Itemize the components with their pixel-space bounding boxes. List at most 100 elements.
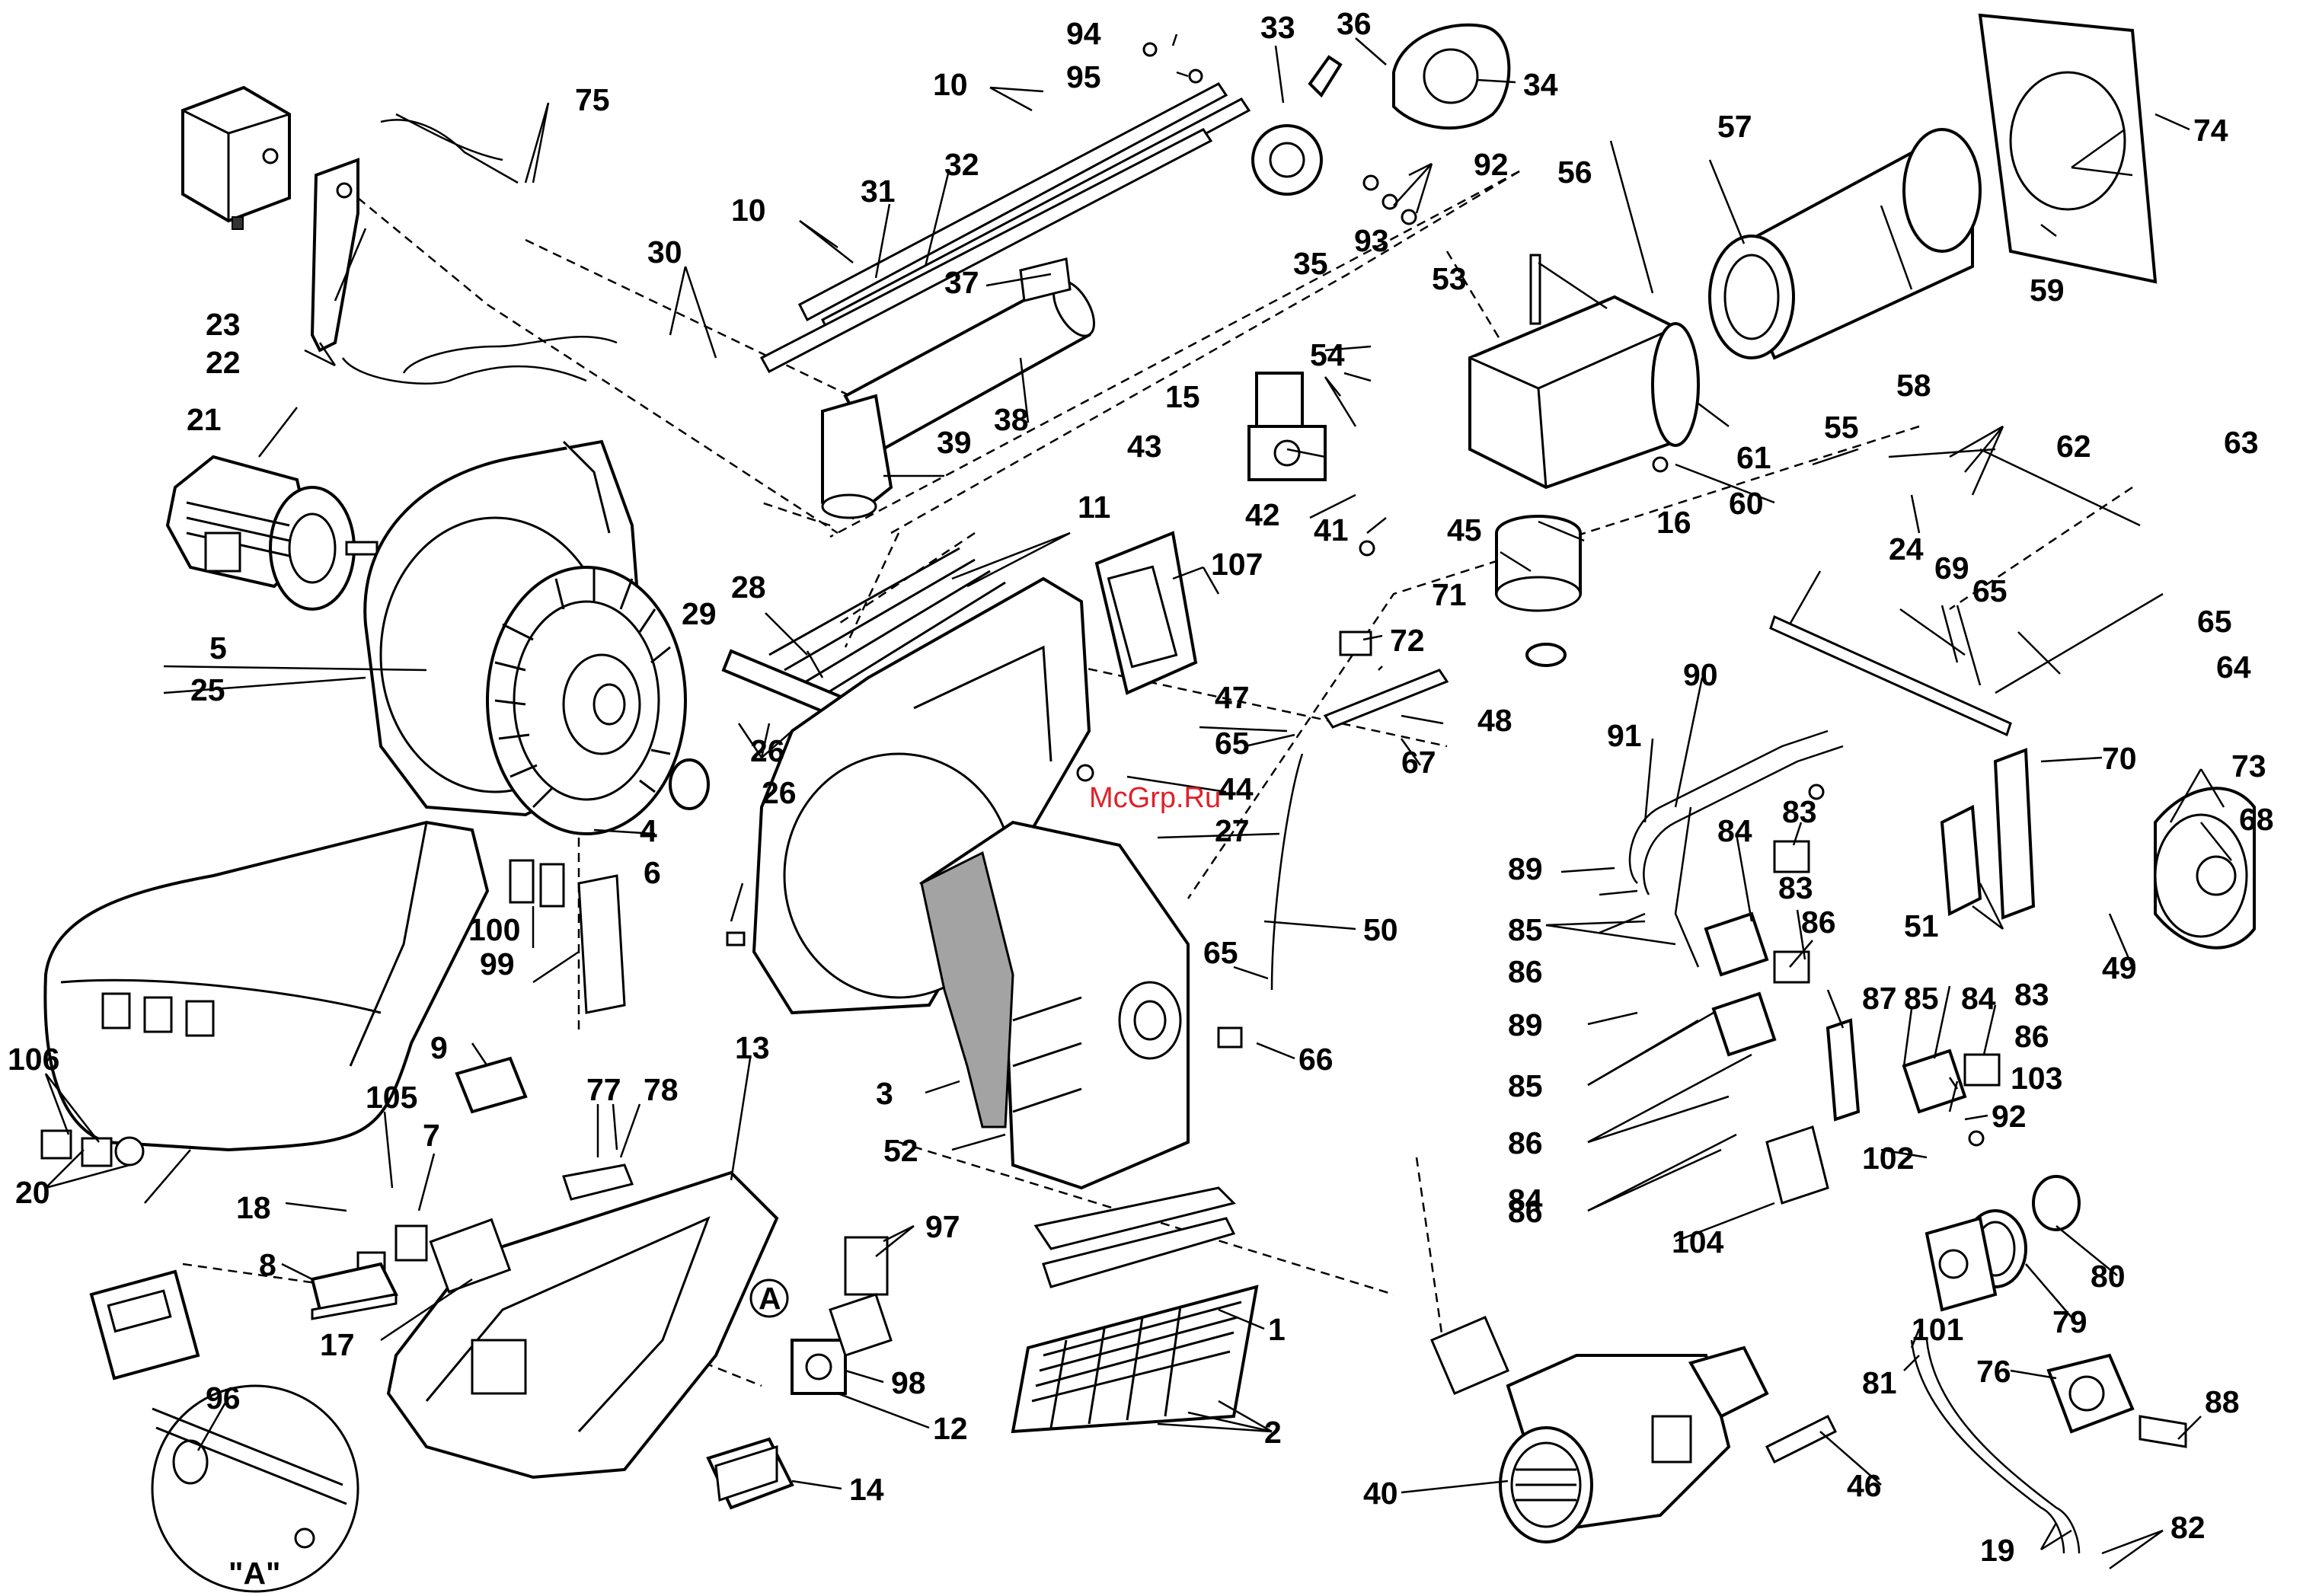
callout-78: 78 <box>644 1072 679 1107</box>
detail-a-circle <box>151 1384 359 1593</box>
lever-assembly-part <box>1323 630 1449 729</box>
electrical-components-part <box>310 1056 528 1320</box>
callout-83: 83 <box>1782 794 1817 829</box>
coupling-shaft-part <box>1765 1414 1838 1464</box>
callout-3: 3 <box>876 1076 893 1111</box>
callout-62: 62 <box>2056 429 2091 464</box>
valve-block-part <box>1825 1018 1861 1122</box>
burner-cover-part <box>43 820 490 1152</box>
callout-12: 12 <box>933 1411 968 1446</box>
callout-86: 86 <box>2014 1019 2049 1054</box>
callout-55: 55 <box>1824 410 1859 445</box>
callout-88: 88 <box>2205 1384 2240 1419</box>
callout-96: 96 <box>206 1381 241 1416</box>
callout-99: 99 <box>480 946 515 982</box>
callout-16: 16 <box>1656 505 1691 540</box>
callout-56: 56 <box>1557 155 1592 190</box>
callout-98: 98 <box>891 1365 926 1400</box>
ignition-cables-part <box>341 113 618 385</box>
callout-65: 65 <box>2197 604 2232 639</box>
callout-76: 76 <box>1976 1354 2011 1389</box>
callout-107: 107 <box>1211 547 1263 582</box>
terminal-strip-part <box>509 859 626 1014</box>
callout-57: 57 <box>1717 109 1752 144</box>
indicator-knobs-part <box>40 1129 145 1167</box>
pump-valve-part <box>2046 1353 2187 1448</box>
servo-plate-part <box>1940 748 2036 920</box>
callout-51: 51 <box>1904 908 1939 943</box>
oil-pump-part <box>1925 1175 2081 1312</box>
callout-81: 81 <box>1862 1365 1897 1400</box>
parts-artwork <box>40 13 2256 1593</box>
detail-a-caption: "A" <box>228 1556 281 1591</box>
callout-labels: 94 33 36 34 95 10 75 92 57 74 32 31 10 5… <box>8 6 2274 1591</box>
callout-27: 27 <box>1215 813 1250 848</box>
control-box-part <box>181 85 291 230</box>
callout-58: 58 <box>1896 368 1931 403</box>
nozzle-holder-part <box>1251 55 1343 196</box>
callout-95: 95 <box>1066 59 1101 94</box>
callout-86: 86 <box>1508 1125 1543 1160</box>
solenoid-valve-part <box>1247 372 1327 481</box>
callout-47: 47 <box>1215 680 1250 715</box>
blast-tube-housing-part <box>1468 254 1700 490</box>
callout-92: 92 <box>1992 1099 2027 1134</box>
callout-44: 44 <box>1219 771 1254 806</box>
callout-83: 83 <box>1778 870 1813 905</box>
callout-89: 89 <box>1508 851 1543 886</box>
callout-10: 10 <box>731 193 766 228</box>
callout-104: 104 <box>1672 1224 1724 1259</box>
callout-28: 28 <box>731 570 766 605</box>
flame-tube-part <box>1708 128 1982 360</box>
flange-gasket-part <box>1978 13 2158 284</box>
callout-61: 61 <box>1736 440 1771 475</box>
callout-9: 9 <box>430 1030 448 1065</box>
callout-1: 1 <box>1268 1312 1286 1347</box>
callout-80: 80 <box>2091 1259 2126 1294</box>
clip-part <box>1019 257 1072 302</box>
callout-8: 8 <box>259 1247 276 1282</box>
callout-97: 97 <box>925 1209 960 1244</box>
relay-part <box>706 1437 794 1510</box>
callout-4: 4 <box>640 813 657 848</box>
callout-10: 10 <box>933 67 968 102</box>
callout-34: 34 <box>1523 67 1558 102</box>
callout-84: 84 <box>1717 813 1752 848</box>
oil-hoses-part <box>1910 1339 2081 1554</box>
callout-86: 86 <box>1508 1194 1543 1229</box>
air-grille-part <box>1011 1186 1259 1434</box>
fan-wheel-part <box>486 566 710 835</box>
callout-37: 37 <box>944 265 979 300</box>
mounting-plate-part <box>768 531 1198 702</box>
callout-24: 24 <box>1889 531 1924 567</box>
callout-49: 49 <box>2102 950 2137 985</box>
photocell-part <box>562 1163 634 1201</box>
callout-85: 85 <box>1508 1068 1543 1103</box>
callout-94: 94 <box>1066 16 1101 51</box>
callout-63: 63 <box>2224 425 2259 460</box>
callout-91: 91 <box>1607 718 1642 753</box>
callout-41: 41 <box>1314 512 1349 547</box>
callout-50: 50 <box>1363 912 1398 947</box>
callout-102: 102 <box>1862 1141 1914 1176</box>
callout-83: 83 <box>2014 977 2049 1012</box>
callout-85: 85 <box>1508 912 1543 947</box>
callout-32: 32 <box>944 147 979 182</box>
small-fasteners-part <box>726 42 1985 1147</box>
callout-72: 72 <box>1390 623 1425 658</box>
callout-23: 23 <box>206 307 241 342</box>
callout-70: 70 <box>2102 741 2137 776</box>
callout-84: 84 <box>1508 1183 1543 1218</box>
callout-35: 35 <box>1293 246 1328 281</box>
callout-42: 42 <box>1245 497 1280 532</box>
callout-68: 68 <box>2239 802 2274 837</box>
base-plate-part <box>386 1170 779 1479</box>
detail-marker <box>749 1278 789 1318</box>
callout-67: 67 <box>1401 745 1436 780</box>
callout-85: 85 <box>1904 981 1939 1016</box>
fan-motor-part <box>165 455 379 611</box>
callout-29: 29 <box>682 596 717 631</box>
callout-45: 45 <box>1447 512 1482 547</box>
callout-92: 92 <box>1474 147 1509 182</box>
